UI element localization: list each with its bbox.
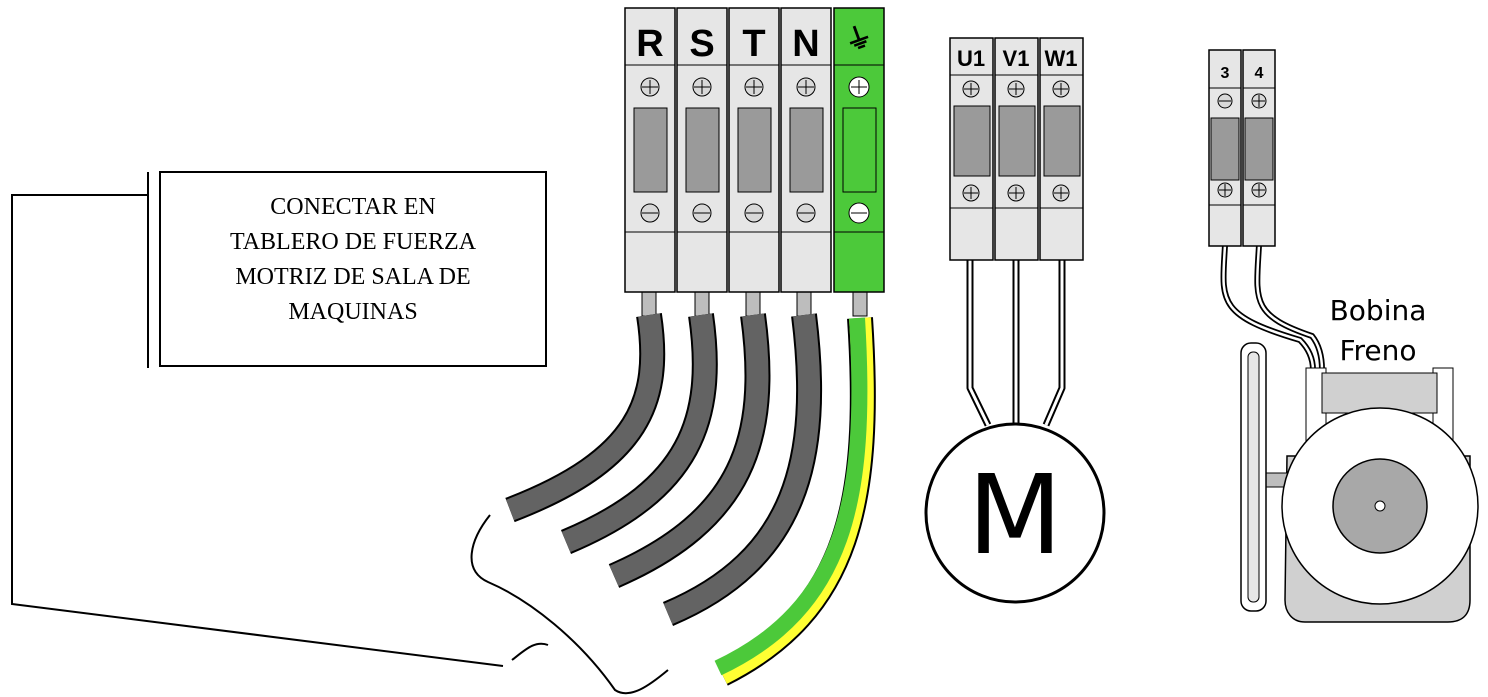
wire-3-outline (1220, 242, 1316, 373)
brake-coil-label-line2: Freno (1339, 334, 1416, 367)
terminal-3: 3 (1208, 49, 1242, 247)
terminal-r: R (624, 7, 676, 293)
note-line-4: MAQUINAS (288, 299, 417, 325)
hub-center-icon (1374, 500, 1386, 512)
brace-tail (511, 642, 549, 661)
terminal-label-3: 3 (1221, 65, 1230, 82)
terminal-t: T (728, 7, 780, 293)
terminal-u1: U1 (949, 37, 994, 261)
motor-wires-core (968, 260, 1064, 426)
terminal-label-r: R (636, 23, 663, 65)
terminal-label-n: N (792, 23, 819, 65)
terminal-window (633, 107, 668, 193)
brake-coil-label-line1: Bobina (1330, 294, 1427, 327)
cable-n (663, 313, 821, 625)
pin-n (796, 289, 812, 317)
terminal-window (998, 105, 1036, 177)
terminal-window (953, 105, 991, 177)
terminal-n: N (780, 7, 832, 293)
wire-u1 (966, 260, 992, 427)
connection-bracket (11, 194, 669, 695)
terminal-label-w1: W1 (1045, 46, 1078, 71)
note-box: CONECTAR EN TABLERO DE FUERZA MOTRIZ DE … (147, 171, 547, 368)
bundle-brace (470, 514, 669, 695)
note-box-frame (159, 171, 547, 367)
cable-t (609, 313, 769, 587)
wire-4 (1256, 243, 1324, 372)
power-cables (505, 289, 876, 686)
terminal-label-u1: U1 (957, 46, 985, 71)
terminal-label-4: 4 (1255, 65, 1264, 82)
brake-coil (1321, 372, 1438, 414)
motor-label: M (968, 451, 1063, 579)
note-line-1: CONECTAR EN (270, 194, 435, 220)
brake-terminal-block: 3 4 (1208, 49, 1276, 247)
motor-symbol: M (924, 422, 1106, 604)
power-terminal-block: R S T (624, 7, 885, 293)
pin-s (694, 289, 710, 317)
pin-r (641, 289, 657, 317)
terminal-window (1210, 117, 1240, 181)
bracket-line (11, 194, 504, 667)
terminal-v1: V1 (994, 37, 1039, 261)
terminal-window (1043, 105, 1081, 177)
motor-terminal-block: U1 V1 W1 (949, 37, 1084, 261)
brake-motor-drawing (1240, 342, 1479, 623)
cable-s (561, 313, 716, 553)
terminal-label-v1: V1 (1003, 46, 1030, 71)
note-line-3: MOTRIZ DE SALA DE (235, 264, 470, 290)
pin-t (745, 289, 761, 317)
terminal-4: 4 (1242, 49, 1276, 247)
wire-w1 (1042, 260, 1066, 427)
terminal-window (1244, 117, 1274, 181)
terminal-window (685, 107, 720, 193)
note-line-2: TABLERO DE FUERZA (230, 229, 477, 255)
terminal-w1: W1 (1039, 37, 1084, 261)
wire-3 (1222, 243, 1315, 372)
pin-earth (852, 289, 868, 317)
terminal-window (789, 107, 824, 193)
terminal-label-s: S (689, 23, 714, 65)
brake-disc-inner (1247, 351, 1260, 603)
terminal-earth: ⏚ (833, 7, 885, 293)
cable-earth (714, 317, 868, 676)
motor-circle (924, 422, 1106, 604)
terminal-label-t: T (742, 23, 765, 65)
terminal-window (737, 107, 772, 193)
cable-r (506, 313, 664, 521)
terminal-window (842, 107, 877, 193)
terminal-s: S (676, 7, 728, 293)
wire-4-outline (1254, 242, 1325, 373)
brake-wires (1220, 242, 1325, 373)
